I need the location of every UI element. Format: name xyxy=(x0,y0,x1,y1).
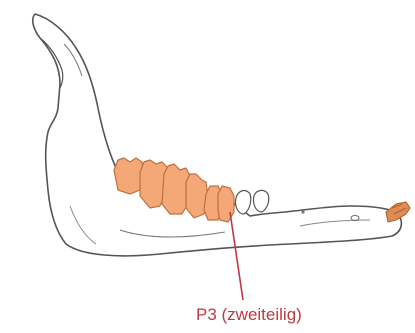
front-premolars xyxy=(235,190,268,214)
incisors xyxy=(386,202,410,222)
tooth-label: P3 (zweiteilig) xyxy=(196,305,302,325)
premolar-1 xyxy=(253,190,268,212)
premolar-2 xyxy=(235,191,250,214)
premolar-3-distal xyxy=(218,186,234,222)
foramen-dot xyxy=(301,210,304,213)
